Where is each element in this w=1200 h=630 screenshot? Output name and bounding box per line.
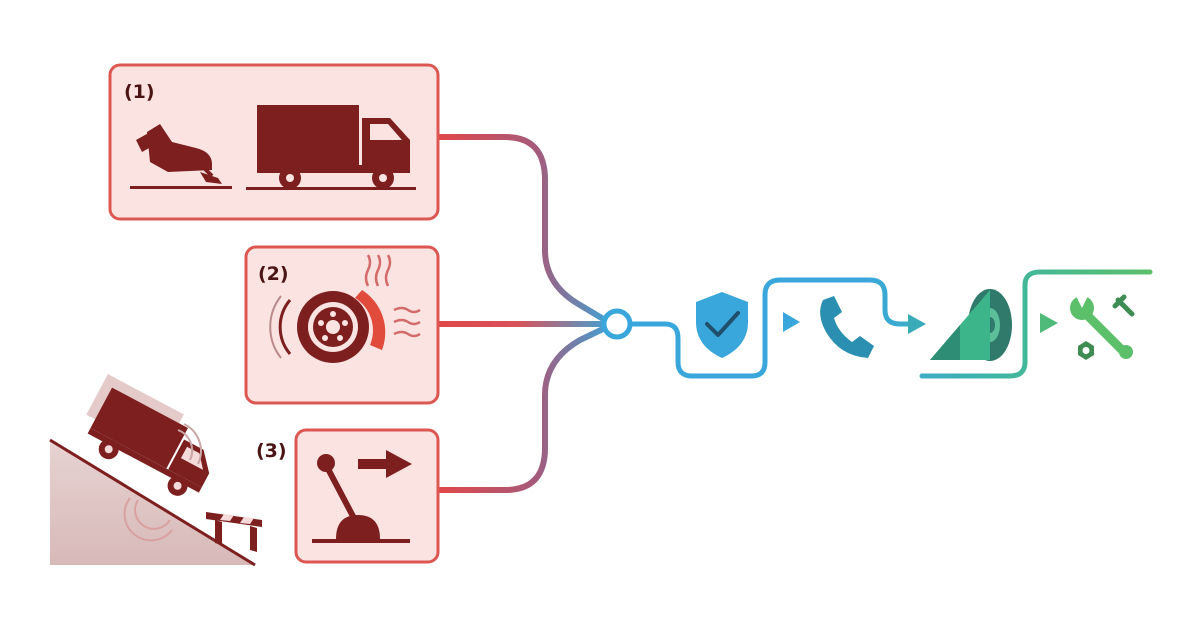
connector-step1	[437, 134, 608, 323]
runaway-ramp-barrier-icon	[206, 512, 262, 552]
overheated-brake-disc-icon	[269, 254, 421, 363]
path-arrow-3	[1040, 313, 1058, 333]
wrench-and-nut-icon	[1070, 294, 1135, 360]
step-3-panel: (3)	[256, 428, 440, 564]
step-2-panel: (2)	[244, 245, 440, 405]
phone-icon	[820, 296, 874, 358]
step-2-label: (2)	[258, 263, 289, 285]
foot-on-brake-pedal-icon	[130, 124, 232, 189]
connector-paths	[435, 134, 1153, 493]
gear-lever-icon	[312, 454, 410, 543]
shield-check-icon	[696, 292, 748, 358]
path-arrow-2	[908, 314, 926, 334]
junction-node	[601, 308, 633, 340]
truck-on-downhill-slope-icon	[49, 374, 256, 567]
wheel-chock-icon	[930, 289, 1012, 361]
step-1-label: (1)	[124, 81, 155, 103]
right-arrow-icon	[358, 450, 412, 478]
truck-icon	[246, 105, 416, 190]
connector-output	[627, 269, 1153, 379]
step-3-label: (3)	[256, 440, 287, 462]
step-1-panel: (1)	[108, 63, 440, 221]
connector-step3	[437, 325, 608, 493]
path-arrow-1	[783, 312, 800, 332]
